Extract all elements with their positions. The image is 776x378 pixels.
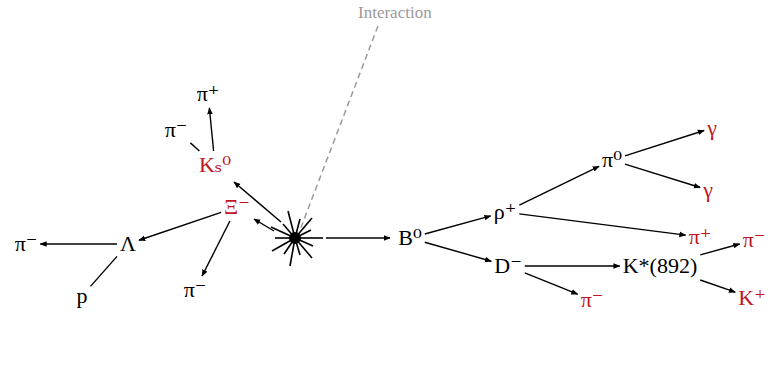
particle-label: K⁺ [738,287,766,309]
particle-label: p [77,285,88,307]
particle-label: B⁰ [398,227,422,249]
particle-label: π⁻ [743,229,766,251]
track-line [254,219,274,231]
particle-node: π⁻ [165,119,188,141]
particle-node: π⁻ [581,289,604,311]
decay-arrow [425,242,492,261]
particle-label: π⁻ [581,289,604,311]
decay-arrow [91,256,118,286]
decay-arrow [519,214,685,235]
decay-arrow [190,143,199,151]
particle-node: K*(892) [623,255,698,277]
decay-arrow [209,108,213,151]
particle-node: π⁻ [184,279,207,301]
annotation-label: Interaction [358,4,432,21]
particle-label: π⁻ [15,233,38,255]
decay-arrow [202,221,230,276]
particle-node: Ξ⁻ [224,196,250,218]
decay-arrow [625,164,700,187]
decay-arrow [519,166,599,205]
particle-node: K⁺ [738,287,766,309]
particle-node: B⁰ [398,227,422,249]
particle-label: π⁺ [689,226,712,248]
particle-node: π⁺ [197,83,220,105]
particle-label: K*(892) [623,255,698,277]
decay-arrow [625,131,704,156]
particle-node: π⁰ [602,149,622,171]
particle-node: γ [707,117,717,139]
particle-label: π⁻ [165,119,188,141]
particle-label: ρ⁺ [494,201,517,223]
beam-line [300,26,378,230]
decay-arrow [700,280,735,292]
particle-node: ρ⁺ [494,201,517,223]
decay-arrow [139,212,221,240]
vertex-dot [289,232,301,244]
particle-node: Λ [120,233,136,255]
particle-label: γ [707,117,717,139]
particle-node: D⁻ [494,255,522,277]
particle-node: p [77,285,88,307]
decay-arrow [425,216,491,234]
decay-arrow [40,243,117,244]
track-line [326,237,390,238]
decay-arrow [525,265,620,266]
particle-node: π⁺ [689,226,712,248]
particle-label: Λ [120,233,136,255]
particle-label: γ [703,179,713,201]
particle-node: Kₛ⁰ [199,154,231,176]
particle-label: Ξ⁻ [224,196,250,218]
particle-label: Kₛ⁰ [199,154,231,176]
decay-arrow [525,273,578,294]
particle-node: γ [703,179,713,201]
particle-label: D⁻ [494,255,522,277]
particle-label: π⁺ [197,83,220,105]
particle-label: π⁻ [184,279,207,301]
particle-node: π⁻ [743,229,766,251]
particle-label: π⁰ [602,149,622,171]
particle-node: π⁻ [15,233,38,255]
